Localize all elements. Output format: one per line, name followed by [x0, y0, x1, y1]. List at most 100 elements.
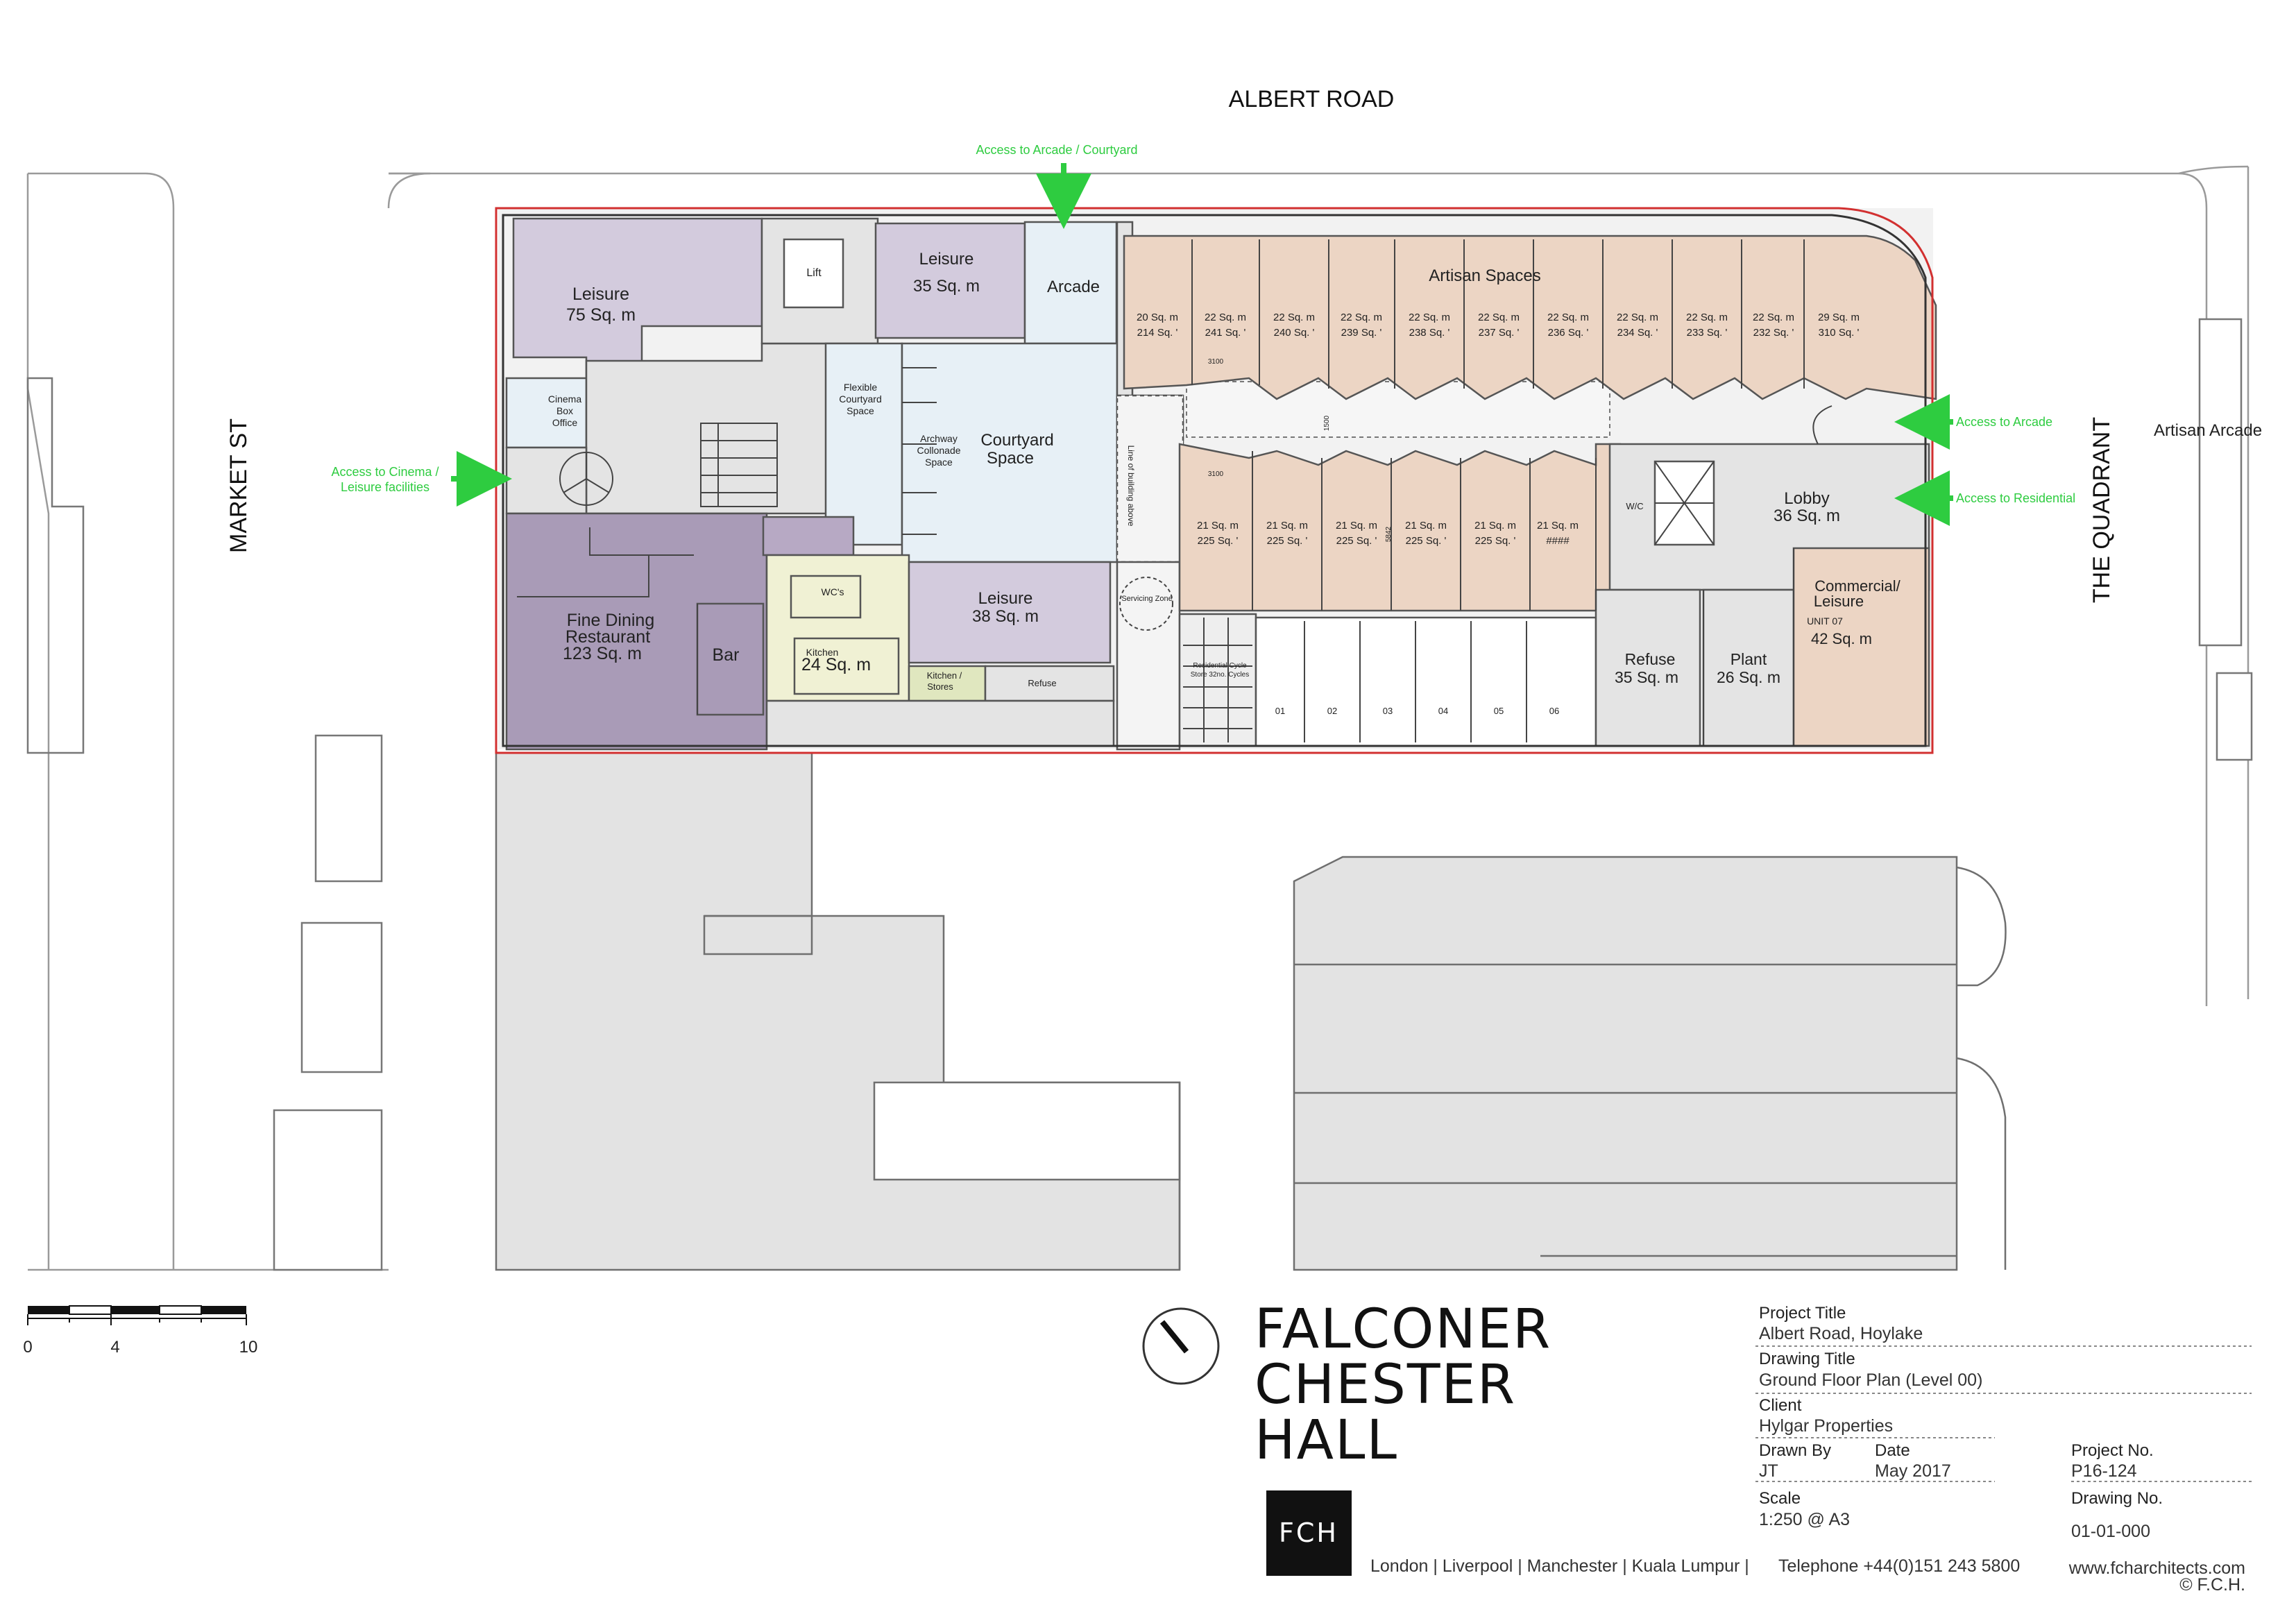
scale-tick-4: 4	[110, 1338, 119, 1357]
tb-date: May 2017	[1875, 1461, 1951, 1481]
room-archway-line2: Collonade	[917, 445, 960, 456]
artisan-top-unit-area-sqm: 22 Sq. m	[1753, 312, 1794, 323]
artisan-top-unit-area-sqft: 241 Sq. '	[1205, 327, 1246, 339]
tb-project-no-label: Project No.	[2071, 1441, 2154, 1460]
artisan-bottom-unit-area-sqft: 225 Sq. '	[1336, 535, 1377, 547]
road-label-albert: ALBERT ROAD	[1229, 86, 1395, 112]
south-neighbour-buildings	[495, 751, 2007, 1271]
artisan-top-unit-area-sqft: 237 Sq. '	[1479, 327, 1520, 339]
artisan-bottom-unit-area-sqft: ####	[1546, 535, 1570, 547]
room-cinema-line1: Cinema	[548, 393, 581, 405]
room-bar: Bar	[713, 645, 740, 665]
artisan-top-unit-labels: 20 Sq. m 214 Sq. ' 22 Sq. m 241 Sq. ' 22 Sq.…	[1137, 312, 1860, 339]
access-cinema-label-line1: Access to Cinema /	[331, 465, 439, 479]
brand-line2: CHESTER	[1255, 1354, 1516, 1416]
artisan-top-unit-area-sqm: 29 Sq. m	[1818, 312, 1860, 323]
room-labels: Leisure 75 Sq. m Leisure 35 Sq. m Lift A…	[548, 250, 1901, 692]
tb-drawn-by-label: Drawn By	[1759, 1441, 1831, 1460]
brand-telephone: Telephone +44(0)151 243 5800	[1778, 1556, 2020, 1576]
artisan-arcade-label: Artisan Arcade	[2154, 421, 2262, 440]
room-artisan-spaces: Artisan Spaces	[1429, 266, 1540, 285]
room-lift: Lift	[806, 267, 822, 279]
artisan-corridor	[1186, 381, 1610, 438]
parking-bay-number: 06	[1549, 706, 1559, 716]
artisan-bottom-unit-area-sqm: 21 Sq. m	[1474, 520, 1516, 532]
tb-client-label: Client	[1759, 1396, 1802, 1415]
room-plant-area: 26 Sq. m	[1717, 668, 1780, 686]
room-lobby-name: Lobby	[1784, 489, 1829, 508]
room-refuse-name: Refuse	[1625, 650, 1676, 668]
artisan-bottom-unit-area-sqm: 21 Sq. m	[1197, 520, 1239, 532]
tb-scale-label: Scale	[1759, 1489, 1801, 1508]
room-cinema-line2: Box	[556, 405, 573, 416]
room-flexible-line2: Courtyard	[839, 393, 881, 405]
line-of-building-above: Line of building above	[1126, 445, 1136, 527]
room-fine-dining-line1: Fine Dining	[567, 611, 654, 630]
brand-line1: FALCONER	[1255, 1298, 1551, 1361]
room-commercial-line1: Commercial/	[1814, 577, 1900, 595]
tb-drawing-no-label: Drawing No.	[2071, 1489, 2163, 1508]
artisan-top-unit-area-sqm: 20 Sq. m	[1137, 312, 1178, 323]
brand-line3: HALL	[1255, 1409, 1398, 1472]
access-residential-label: Access to Residential	[1956, 491, 2075, 505]
artisan-top-unit-area-sqft: 214 Sq. '	[1137, 327, 1178, 339]
access-cinema-label-line2: Leisure facilities	[341, 480, 430, 494]
artisan-top-unit-area-sqm: 22 Sq. m	[1273, 312, 1315, 323]
room-fine-dining-area: 123 Sq. m	[563, 644, 642, 663]
room-archway-line3: Space	[925, 457, 953, 468]
artisan-top-unit-area-sqft: 240 Sq. '	[1274, 327, 1315, 339]
room-plant-name: Plant	[1730, 650, 1767, 668]
artisan-top-unit-area-sqm: 22 Sq. m	[1341, 312, 1382, 323]
room-leisure-38-area: 38 Sq. m	[972, 607, 1039, 626]
room-leisure-35-area: 35 Sq. m	[913, 277, 980, 296]
room-kitchen-label: Kitchen	[806, 647, 839, 658]
room-kitchen-stores-line2: Stores	[927, 681, 953, 692]
tb-drawing-title: Ground Floor Plan (Level 00)	[1759, 1370, 1982, 1390]
east-neighbour-blocks	[2198, 318, 2253, 761]
access-arrows	[451, 163, 1953, 526]
room-archway-line1: Archway	[920, 433, 958, 444]
artisan-bottom-unit-labels: 21 Sq. m 225 Sq. ' 21 Sq. m 225 Sq. ' 21 Sq.…	[1197, 520, 1579, 547]
parking-bay-number: 01	[1275, 706, 1285, 716]
building-outer-wall	[502, 214, 1927, 747]
artisan-bottom-unit-area-sqft: 225 Sq. '	[1267, 535, 1308, 547]
room-commercial-line2: Leisure	[1814, 593, 1864, 610]
room-kitchen-area: 24 Sq. m	[801, 655, 871, 674]
room-courtyard-line2: Space	[987, 449, 1034, 468]
north-arrow-icon	[1142, 1307, 1220, 1385]
artisan-top-unit-area-sqft: 232 Sq. '	[1753, 327, 1794, 339]
west-neighbour-blocks	[26, 377, 383, 1271]
artisan-top-unit-area-sqm: 22 Sq. m	[1547, 312, 1589, 323]
artisan-bottom-unit-area-sqm: 21 Sq. m	[1336, 520, 1377, 532]
dim-3100-bottom: 3100	[1208, 470, 1224, 478]
artisan-top-unit-area-sqm: 22 Sq. m	[1478, 312, 1520, 323]
room-leisure-35-name: Leisure	[919, 250, 974, 269]
artisan-top-unit-area-sqm: 22 Sq. m	[1409, 312, 1450, 323]
room-refuse-area: 35 Sq. m	[1615, 668, 1678, 686]
artisan-top-unit-area-sqft: 236 Sq. '	[1548, 327, 1589, 339]
artisan-top-unit-area-sqft: 233 Sq. '	[1687, 327, 1728, 339]
artisan-bottom-unit-area-sqm: 21 Sq. m	[1537, 520, 1579, 532]
room-cycle-line1: Residential Cycle	[1193, 662, 1247, 670]
artisan-bottom-unit-area-sqm: 21 Sq. m	[1266, 520, 1308, 532]
room-cycle-line2: Store 32no. Cycles	[1191, 671, 1250, 679]
room-leisure-75-area: 75 Sq. m	[566, 305, 636, 325]
room-kitchen-stores-line1: Kitchen /	[927, 670, 962, 681]
title-block: Project Title Albert Road, Hoylake Drawi…	[1755, 1304, 2252, 1541]
artisan-top-unit-area-sqm: 22 Sq. m	[1686, 312, 1728, 323]
room-refuse-small: Refuse	[1028, 678, 1056, 688]
artisan-top-unit-area-sqft: 310 Sq. '	[1819, 327, 1860, 339]
room-flexible-line3: Space	[847, 405, 874, 416]
parking-bay-number: 03	[1383, 706, 1393, 716]
interior-walls	[517, 239, 1832, 746]
room-fills	[505, 217, 1937, 751]
tb-project-title: Albert Road, Hoylake	[1759, 1324, 1923, 1343]
dim-3100-top: 3100	[1208, 358, 1224, 366]
parking-bay-number: 04	[1438, 706, 1448, 716]
tb-client: Hylgar Properties	[1759, 1416, 1893, 1436]
tb-project-title-label: Project Title	[1759, 1304, 1846, 1323]
artisan-top-unit-area-sqft: 238 Sq. '	[1409, 327, 1450, 339]
road-label-quadrant: THE QUADRANT	[2089, 417, 2115, 603]
fch-logo-text: FCH	[1279, 1518, 1338, 1548]
